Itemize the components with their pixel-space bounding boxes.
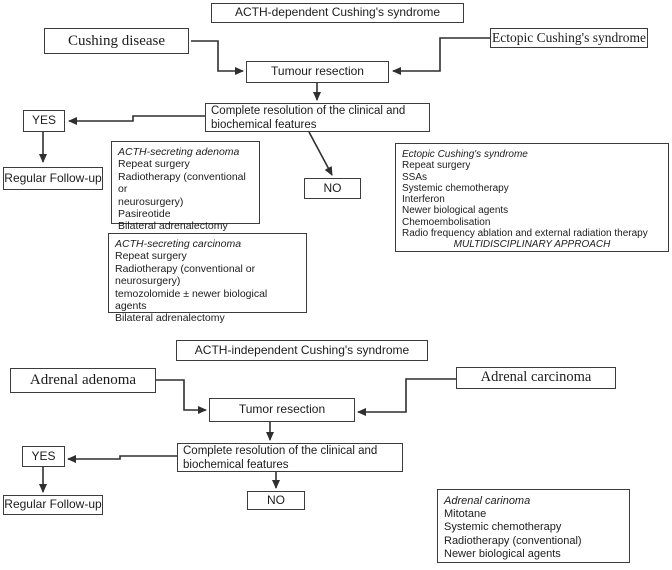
adenoma-list-item: Repeat surgery (118, 158, 190, 171)
adrenal-adenoma-box: Adrenal adenoma (10, 368, 156, 393)
carcinoma-list-item: neurosurgery) (115, 275, 181, 288)
ectopic-list-title: Ectopic Cushing's syndrome (402, 149, 528, 160)
connector-resolution-to-yes (68, 115, 205, 125)
complete-resolution-box-2: Complete resolution of the clinical and … (177, 443, 403, 472)
tumor-resection-box: Tumor resection (209, 398, 355, 422)
complete-resolution-line2: biochemical features (211, 118, 317, 131)
adrenal-carinoma-list-item: Mitotane (444, 508, 487, 521)
yes-box: YES (23, 110, 65, 132)
adenoma-list-title: ACTH-secreting adenoma (118, 146, 240, 158)
no-box-2: NO (247, 491, 305, 510)
connector-adenoma-to-tumor (156, 379, 207, 414)
ectopic-list-item: Interferon (402, 194, 445, 206)
adenoma-list-item: Radiotherapy (conventional or (118, 170, 246, 196)
cushing-disease-box: Cushing disease (44, 28, 189, 54)
ectopic-list-item: Newer biological agents (402, 205, 509, 217)
complete-resolution2-line1: Complete resolution of the clinical and (183, 445, 378, 457)
ectopic-list-item: SSAs (402, 171, 428, 183)
connector-carcinoma-to-tumor (357, 378, 456, 416)
carcinoma-list-item: temozolomide ± newer biological agents (115, 287, 268, 313)
carcinoma-list-item: Repeat surgery (115, 250, 187, 263)
adrenal-carinoma-list-title: Adrenal carinoma (444, 495, 531, 507)
acth-secreting-adenoma-list: ACTH-secreting adenoma Repeat surgery Ra… (111, 141, 260, 232)
acth-secreting-carcinoma-list: ACTH-secreting carcinoma Repeat surgery … (108, 233, 307, 324)
carcinoma-list-title: ACTH-secreting carcinoma (115, 238, 242, 250)
tumour-resection-box: Tumour resection (246, 61, 389, 83)
adrenal-carinoma-list-item: Systemic chemotherapy (444, 521, 562, 534)
acth-dependent-title-box: ACTH-dependent Cushing's syndrome (211, 3, 464, 23)
complete-resolution-line1: Complete resolution of the clinical and (211, 105, 406, 117)
connector-ectopic-to-tumour (392, 37, 490, 75)
connector-cushing-to-tumour (191, 40, 244, 75)
complete-resolution2-line2: biochemical features (183, 458, 289, 471)
no-box: NO (304, 178, 361, 199)
ectopic-list-item: Repeat surgery (402, 160, 471, 172)
yes-box-2: YES (22, 446, 65, 467)
adenoma-list-item: Pasireotide (118, 208, 171, 221)
ectopic-list-item: Systemic chemotherapy (402, 182, 509, 194)
multidisciplinary-approach-note: MULTIDISCIPLINARY APPROACH (453, 239, 611, 251)
adrenal-carinoma-list-item: Radiotherapy (conventional) (444, 534, 582, 547)
ectopic-cushing-list: Ectopic Cushing's syndrome Repeat surger… (395, 143, 669, 252)
ectopic-list-item: Chemoembolisation (402, 216, 491, 228)
carcinoma-list-item: Bilateral adrenalectomy (115, 312, 225, 325)
ectopic-cushing-box: Ectopic Cushing's syndrome (490, 28, 648, 48)
adrenal-carinoma-list-item: Newer biological agents (444, 547, 561, 560)
regular-followup-box: Regular Follow-up (3, 167, 103, 190)
connector-resolution2-to-yes (67, 455, 177, 463)
adenoma-list-item: neurosurgery) (118, 195, 184, 208)
connector-resolution-to-no (308, 131, 333, 176)
adenoma-list-item: Bilateral adrenalectomy (118, 220, 228, 233)
adrenal-carinoma-list: Adrenal carinoma Mitotane Systemic chemo… (437, 489, 630, 563)
adrenal-carcinoma-box: Adrenal carcinoma (456, 367, 616, 389)
complete-resolution-box: Complete resolution of the clinical and … (205, 103, 430, 132)
acth-independent-title-box: ACTH-independent Cushing's syndrome (176, 340, 428, 361)
ectopic-list-item: Radio frequency ablation and external ra… (402, 228, 648, 240)
regular-followup-box-2: Regular Follow-up (3, 495, 103, 515)
carcinoma-list-item: Radiotherapy (conventional or (115, 262, 256, 275)
